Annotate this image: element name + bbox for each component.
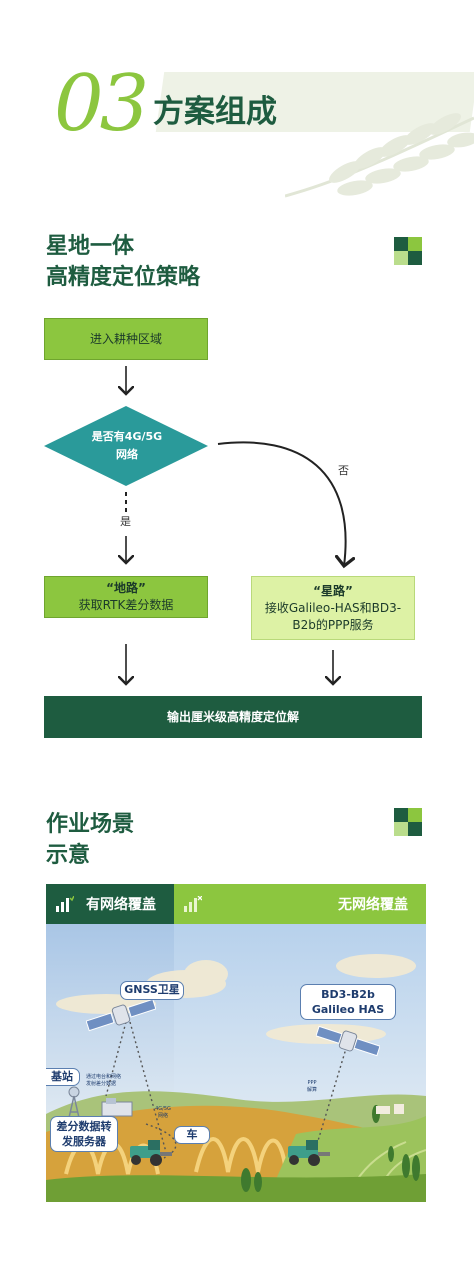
server-tag: 差分数据转 发服务器 xyxy=(50,1116,118,1152)
tractor-icon xyxy=(130,1140,172,1166)
tab-without-network-label: 无网络覆盖 xyxy=(338,897,408,913)
ground-route-step: “地路” 获取RTK差分数据 xyxy=(44,576,208,618)
no-label: 否 xyxy=(338,464,349,477)
satellite-route-desc-line2: B2b的PPP服务 xyxy=(292,617,374,632)
strategy-heading-line2: 高精度定位策略 xyxy=(46,265,201,290)
yes-label: 是 xyxy=(120,515,131,528)
ground-route-title: “地路” xyxy=(106,581,146,595)
strategy-heading-line1: 星地一体 xyxy=(46,234,135,259)
base-station-tag: 基站 xyxy=(46,1068,80,1086)
tower-icon xyxy=(67,1086,81,1122)
section-number: 03 xyxy=(54,59,149,149)
gnss-satellite-tag: GNSS卫星 xyxy=(120,981,184,1000)
scenario-landscape xyxy=(46,924,426,1202)
enter-field-step: 进入耕种区域 xyxy=(44,318,208,360)
section-title: 方案组成 xyxy=(153,94,277,130)
tab-with-network: 有网络覆盖 xyxy=(46,884,174,924)
satellite-route-title: “星路” xyxy=(313,583,353,598)
scenario-heading-line2: 示意 xyxy=(46,843,91,868)
output-label: 输出厘米级高精度定位解 xyxy=(166,709,299,724)
output-step: 输出厘米级高精度定位解 xyxy=(44,696,422,738)
gnss-satellite-icon xyxy=(86,998,156,1032)
enter-field-label: 进入耕种区域 xyxy=(89,331,162,346)
tractor-icon-2 xyxy=(288,1140,330,1166)
tab-without-network: 无网络覆盖 xyxy=(174,884,426,924)
scenario-illustration: 有网络覆盖 无网络覆盖 GNSS卫星 BD3-B2b Galileo HAS 基… xyxy=(46,884,426,1202)
network-note: 4G/5G 网络 xyxy=(155,1106,171,1119)
bd3-satellite-icon xyxy=(316,1025,380,1057)
tab-with-network-label: 有网络覆盖 xyxy=(86,897,156,913)
wheat-icon xyxy=(285,113,474,198)
ground-route-desc: 获取RTK差分数据 xyxy=(78,598,174,612)
relay-note: 通过电台和网络 发射差分数据 xyxy=(86,1074,122,1087)
satellite-route-step: “星路” 接收Galileo-HAS和BD3- B2b的PPP服务 xyxy=(251,576,415,640)
decision-label: 是否有4G/5G 网络 xyxy=(91,430,163,461)
signal-icon xyxy=(56,896,74,912)
server-icon xyxy=(101,1098,133,1117)
vehicle-tag: 车 xyxy=(174,1126,210,1144)
decor-squares-2 xyxy=(394,808,422,838)
decor-squares xyxy=(394,237,422,267)
ppp-note: PPP 解算 xyxy=(306,1080,317,1093)
no-signal-icon xyxy=(184,896,202,912)
scenario-heading-line1: 作业场景 xyxy=(46,812,135,837)
bd3-satellite-tag: BD3-B2b Galileo HAS xyxy=(300,984,396,1020)
satellite-route-desc-line1: 接收Galileo-HAS和BD3- xyxy=(264,600,402,615)
